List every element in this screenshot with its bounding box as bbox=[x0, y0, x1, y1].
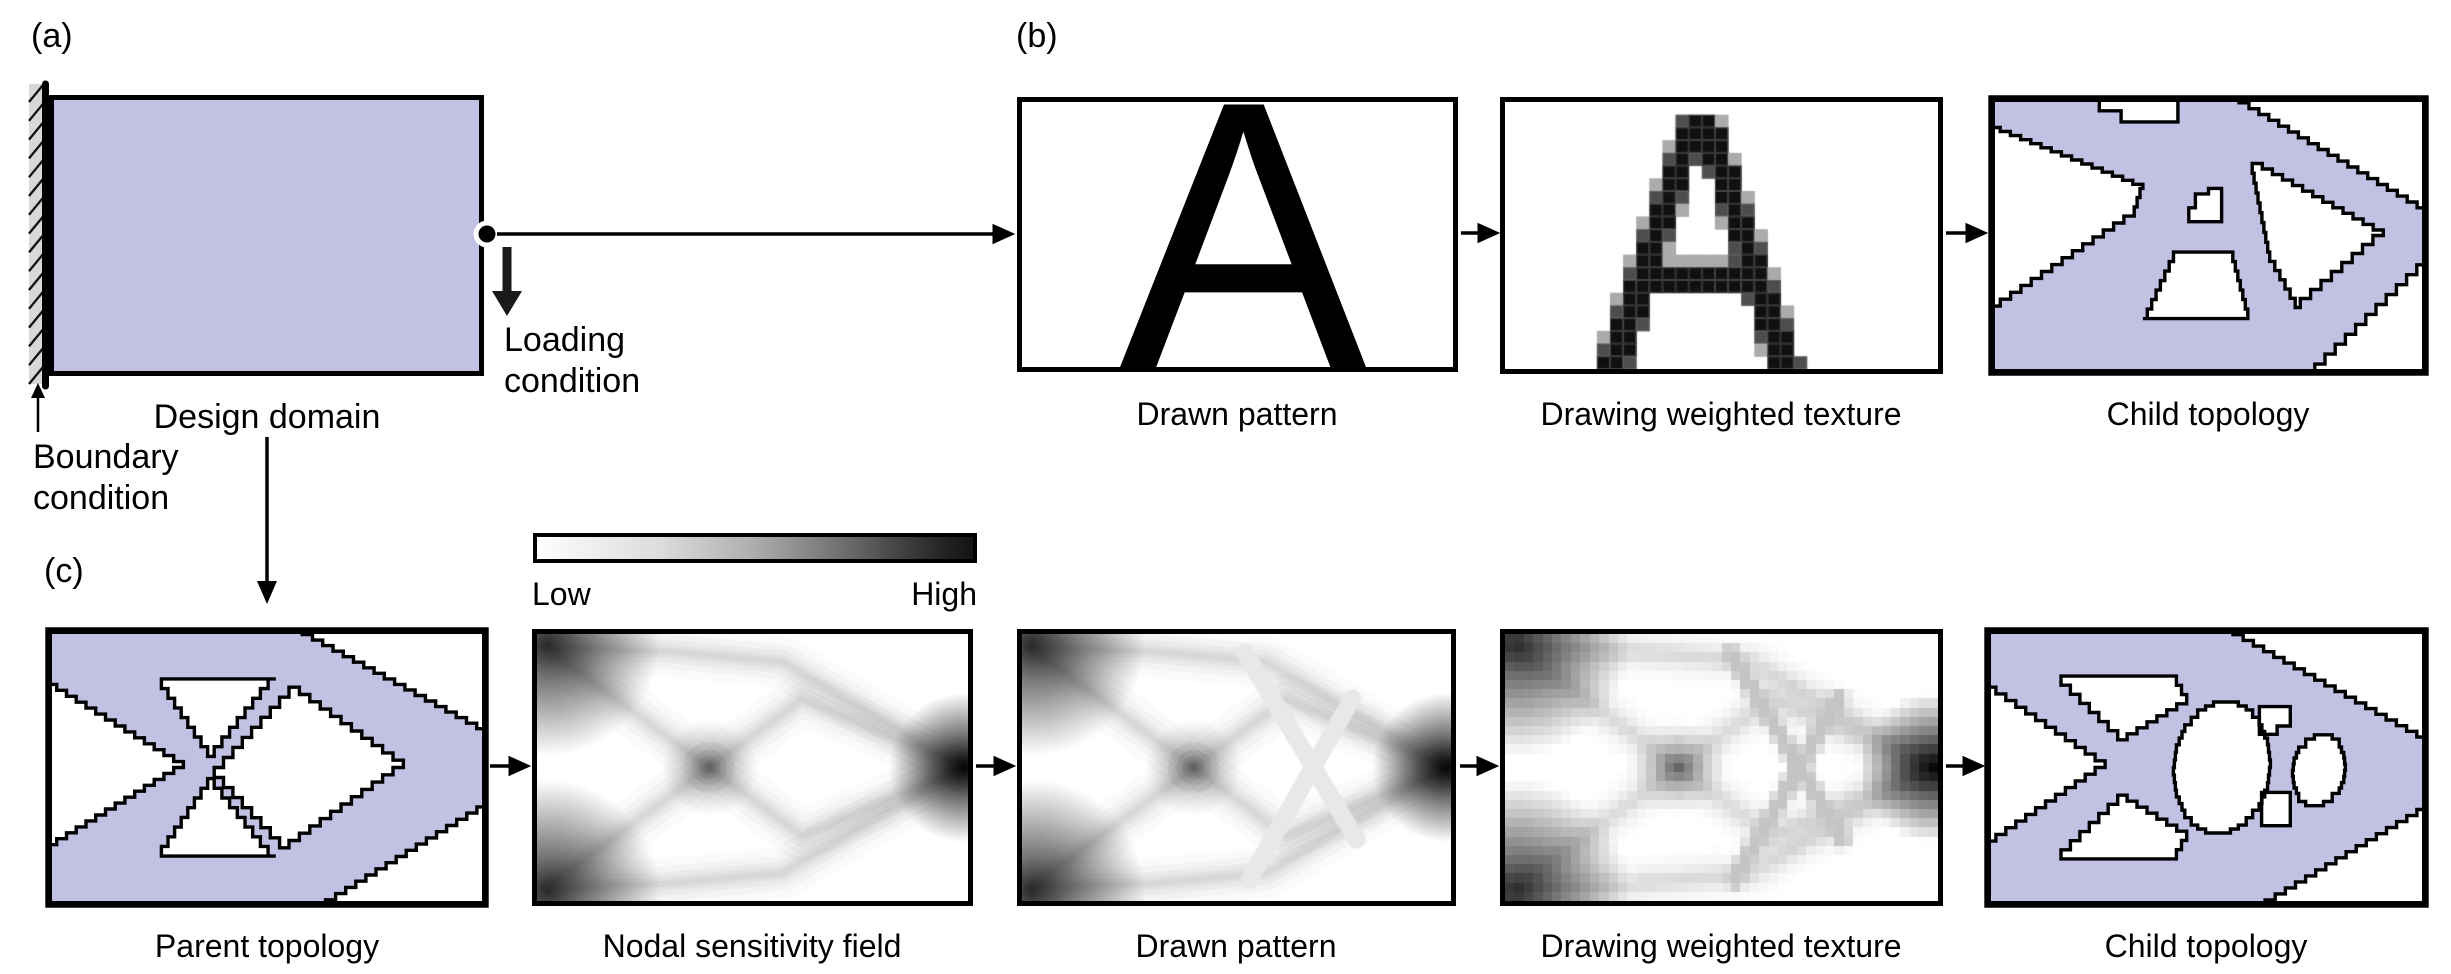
sensitivity-colorbar bbox=[533, 533, 977, 563]
load-arrow bbox=[492, 247, 522, 316]
caption-drawn-pattern-b: Drawn pattern bbox=[1136, 396, 1338, 432]
boundary-condition-arrow bbox=[31, 383, 45, 432]
caption-nodal-sensitivity-field: Nodal sensitivity field bbox=[602, 928, 902, 964]
caption-child-topology-b: Child topology bbox=[2106, 396, 2310, 432]
caption-parent-topology: Parent topology bbox=[154, 928, 380, 964]
section-label-b: (b) bbox=[1016, 17, 1058, 55]
design-domain-label: Design domain bbox=[153, 398, 381, 436]
boundary-wall-strip bbox=[29, 84, 43, 384]
hatch-mark bbox=[28, 234, 44, 254]
hatch-mark bbox=[28, 328, 44, 348]
hatch-mark bbox=[28, 272, 44, 291]
design-domain-rect bbox=[49, 95, 484, 376]
arrow-c3-to-c4 bbox=[1460, 755, 1500, 777]
loading-condition-label: Loading condition bbox=[504, 321, 641, 400]
drawn-pattern-border bbox=[1017, 97, 1458, 372]
hatch-mark bbox=[28, 178, 44, 197]
hatch-mark bbox=[28, 347, 44, 366]
caption-child-topology-c: Child topology bbox=[2104, 928, 2308, 964]
hatch-mark bbox=[28, 121, 44, 141]
panel-drawing-weighted-texture-c bbox=[1500, 629, 1943, 906]
hatch-mark bbox=[28, 309, 44, 329]
child-topology-c-border bbox=[1986, 629, 2427, 906]
section-label-a: (a) bbox=[31, 17, 73, 55]
hatch-mark bbox=[28, 291, 44, 310]
panel-child-topology-b bbox=[1988, 95, 2429, 376]
panel-drawing-weighted-texture-b bbox=[1500, 97, 1943, 374]
hatch-mark bbox=[28, 103, 44, 122]
boundary-hatching bbox=[28, 84, 44, 385]
hatch-mark bbox=[28, 253, 44, 272]
parent-topology-border bbox=[47, 629, 487, 906]
flow-arrows bbox=[490, 222, 1989, 777]
panel-drawn-pattern-c bbox=[1017, 629, 1456, 906]
arrow-a-to-b1 bbox=[497, 223, 1016, 245]
arrow-domain-to-parent bbox=[257, 437, 277, 604]
panel-drawn-pattern-b: A bbox=[1017, 21, 1458, 452]
section-label-c: (c) bbox=[44, 552, 84, 590]
arrow-c2-to-c3 bbox=[976, 755, 1017, 777]
arrow-b1-to-b2 bbox=[1461, 222, 1501, 244]
boundary-condition-label: Boundary condition bbox=[33, 438, 179, 517]
panel-child-topology-c bbox=[1984, 627, 2429, 908]
hatch-mark bbox=[28, 197, 44, 216]
loading-point-dot bbox=[478, 225, 496, 243]
arrow-c1-to-c2 bbox=[490, 755, 532, 777]
colorbar-low-label: Low bbox=[532, 576, 591, 612]
panel-nodal-sensitivity-field bbox=[532, 629, 973, 906]
caption-drawing-weighted-texture-b: Drawing weighted texture bbox=[1540, 396, 1902, 432]
hatch-mark bbox=[28, 159, 44, 178]
caption-drawn-pattern-c: Drawn pattern bbox=[1135, 928, 1337, 964]
hatch-mark bbox=[28, 215, 44, 235]
colorbar-high-label: High bbox=[911, 576, 977, 612]
arrow-b2-to-b3 bbox=[1946, 222, 1989, 244]
drawn-letter-A: A bbox=[1118, 21, 1370, 452]
panel-design-domain bbox=[28, 80, 522, 604]
hatch-mark bbox=[28, 366, 44, 385]
hatch-mark bbox=[28, 140, 44, 160]
arrow-c4-to-c5 bbox=[1946, 755, 1986, 777]
caption-drawing-weighted-texture-c: Drawing weighted texture bbox=[1540, 928, 1902, 964]
child-topology-b-border bbox=[1990, 97, 2427, 374]
hatch-mark bbox=[28, 84, 44, 103]
panel-parent-topology bbox=[45, 627, 489, 908]
